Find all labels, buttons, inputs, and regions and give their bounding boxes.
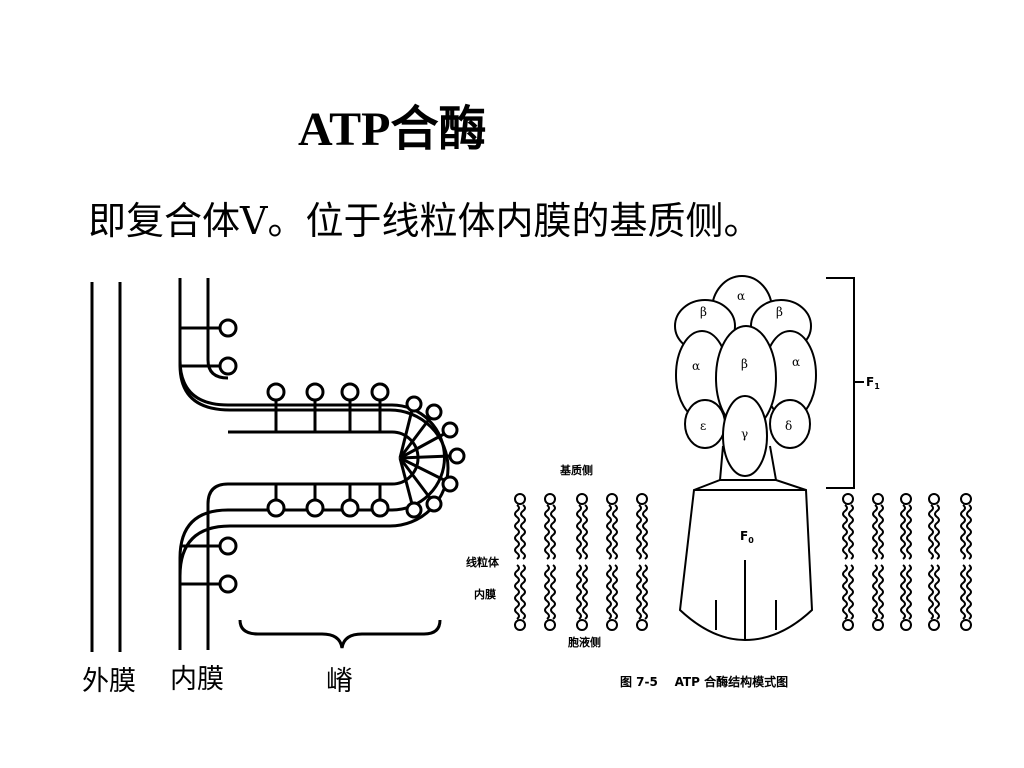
lipid-head <box>872 619 884 631</box>
f1-bracket <box>826 277 864 489</box>
lipid-tail <box>642 564 648 620</box>
lipid-tail <box>576 564 582 620</box>
atp-synthase-structure <box>674 275 864 642</box>
lipid-head <box>514 619 526 631</box>
lipid-tail <box>966 504 972 560</box>
lipid-head <box>842 493 854 505</box>
figure-caption: 图 7-5 ATP 合酶结构模式图 <box>620 674 788 689</box>
lipid-tail <box>520 564 526 620</box>
lipid-tail <box>636 504 642 560</box>
lipid-tail <box>544 504 550 560</box>
lipid-tail <box>514 564 520 620</box>
lipid-tail <box>928 504 934 560</box>
lipid-tail <box>842 504 848 560</box>
lipid-tail <box>636 564 642 620</box>
beta-label: β <box>700 305 707 319</box>
lipid-head <box>636 619 648 631</box>
f0-label: F0 <box>740 529 754 545</box>
epsilon-label: ε <box>700 419 706 433</box>
lipid-head <box>960 619 972 631</box>
lipid-head <box>544 493 556 505</box>
cristae-bracket <box>238 619 442 649</box>
inner-membrane-label: 内膜 <box>170 664 224 695</box>
lipid-tail <box>872 504 878 560</box>
delta-subunit <box>769 399 811 449</box>
cristae-label: 嵴 <box>326 666 353 697</box>
lipid-tail <box>878 564 884 620</box>
lipid-tail <box>606 564 612 620</box>
lipid-tail <box>520 504 526 560</box>
lipid-head <box>576 619 588 631</box>
f1-label: F1 <box>866 375 880 391</box>
lipid-tail <box>928 564 934 620</box>
delta-label: δ <box>785 419 792 433</box>
cytosol-side-label: 胞液侧 <box>568 635 601 649</box>
mitochondria-membrane-diagram <box>90 278 450 652</box>
inner-membrane-label-line1: 线粒体 <box>466 555 500 569</box>
lipid-head <box>960 493 972 505</box>
lipid-tail <box>848 504 854 560</box>
lipid-tail <box>960 564 966 620</box>
slide-subtitle: 即复合体Ⅴ。位于线粒体内膜的基质侧。 <box>88 199 762 243</box>
lipid-head <box>576 493 588 505</box>
lipid-tail <box>878 504 884 560</box>
lipid-tail <box>900 564 906 620</box>
lipid-bilayer <box>514 493 972 631</box>
lipid-tail <box>582 504 588 560</box>
lipid-tail <box>582 564 588 620</box>
lipid-tail <box>872 564 878 620</box>
lipid-tail <box>606 504 612 560</box>
slide-title: ATP合酶 <box>298 103 487 156</box>
lipid-tail <box>966 564 972 620</box>
lipid-head <box>928 619 940 631</box>
lipid-tail <box>612 564 618 620</box>
lipid-tail <box>514 504 520 560</box>
lipid-tail <box>900 504 906 560</box>
inner-membrane-outer-path <box>178 278 450 650</box>
inner-membrane-label-line2: 内膜 <box>474 587 496 601</box>
lipid-tail <box>934 564 940 620</box>
lipid-head <box>842 619 854 631</box>
lipid-tail <box>550 504 556 560</box>
lipid-tail <box>842 564 848 620</box>
lipid-head <box>606 493 618 505</box>
lipid-head <box>636 493 648 505</box>
beta-label: β <box>776 305 783 319</box>
lipid-tail <box>906 504 912 560</box>
lipid-head <box>928 493 940 505</box>
beta-label: β <box>741 357 748 371</box>
lipid-tail <box>934 504 940 560</box>
lipid-head <box>606 619 618 631</box>
matrix-side-label: 基质侧 <box>559 463 593 477</box>
alpha-label: α <box>792 355 800 369</box>
gamma-label: γ <box>741 427 748 441</box>
lipid-tail <box>612 504 618 560</box>
lipid-head <box>514 493 526 505</box>
alpha-label: α <box>692 359 700 373</box>
gamma-subunit <box>722 395 768 477</box>
lipid-tail <box>960 504 966 560</box>
atp-synthase-particles <box>180 318 466 594</box>
alpha-label: α <box>737 289 745 303</box>
lipid-tail <box>642 504 648 560</box>
lipid-head <box>900 619 912 631</box>
outer-membrane-label: 外膜 <box>82 666 136 697</box>
lipid-tail <box>576 504 582 560</box>
lipid-tail <box>550 564 556 620</box>
lipid-tail <box>906 564 912 620</box>
lipid-head <box>872 493 884 505</box>
lipid-head <box>900 493 912 505</box>
lipid-tail <box>544 564 550 620</box>
lipid-head <box>544 619 556 631</box>
lipid-tail <box>848 564 854 620</box>
